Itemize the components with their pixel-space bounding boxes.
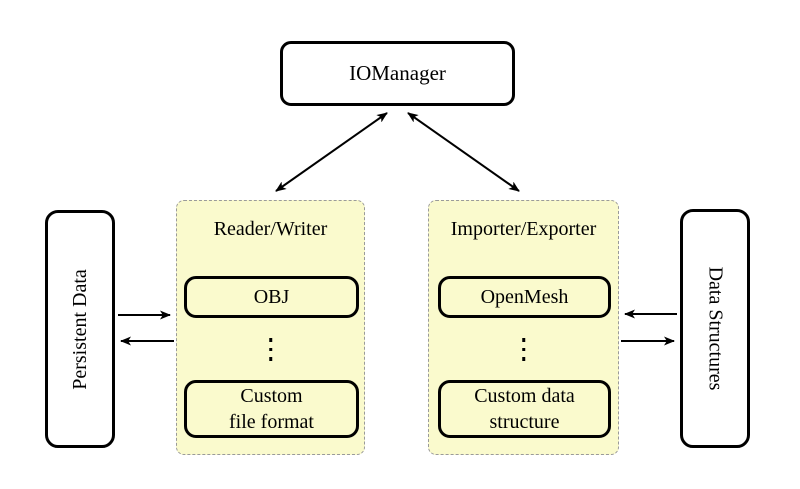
iomanager-node: IOManager bbox=[280, 41, 515, 106]
importer-exporter-title: Importer/Exporter bbox=[450, 218, 597, 240]
custom-file-format-line1: Custom bbox=[240, 385, 303, 407]
custom-data-structure-line2: structure bbox=[489, 411, 560, 433]
reader-writer-group: Reader/Writer OBJ Custom file format bbox=[176, 200, 365, 455]
vdot bbox=[521, 347, 526, 351]
vdot bbox=[268, 347, 273, 351]
persistent-data-panel: Persistent Data bbox=[45, 210, 115, 448]
data-structures-label: Data Structures bbox=[704, 266, 727, 391]
openmesh-node: OpenMesh bbox=[438, 276, 611, 318]
importer-exporter-group: Importer/Exporter OpenMesh Custom data s… bbox=[428, 200, 619, 455]
custom-data-structure-node: Custom data structure bbox=[438, 380, 611, 438]
openmesh-label: OpenMesh bbox=[480, 286, 569, 308]
vdot bbox=[521, 338, 526, 342]
obj-node: OBJ bbox=[184, 276, 359, 318]
iomanager-label: IOManager bbox=[349, 61, 446, 85]
custom-data-structure-line1: Custom data bbox=[474, 385, 575, 407]
vdots-icon bbox=[268, 338, 273, 361]
vdot bbox=[268, 357, 273, 361]
custom-file-format-node: Custom file format bbox=[184, 380, 359, 438]
vdot bbox=[521, 357, 526, 361]
reader-writer-title: Reader/Writer bbox=[213, 218, 328, 240]
custom-file-format-line2: file format bbox=[229, 411, 314, 433]
obj-label: OBJ bbox=[253, 286, 290, 308]
arrow-iomanager-readerwriter bbox=[275, 112, 388, 192]
vdots-icon bbox=[521, 338, 526, 361]
vdot bbox=[268, 338, 273, 342]
persistent-data-label: Persistent Data bbox=[68, 268, 91, 390]
data-structures-panel: Data Structures bbox=[680, 209, 750, 448]
arrow-iomanager-importerexporter bbox=[407, 112, 520, 192]
